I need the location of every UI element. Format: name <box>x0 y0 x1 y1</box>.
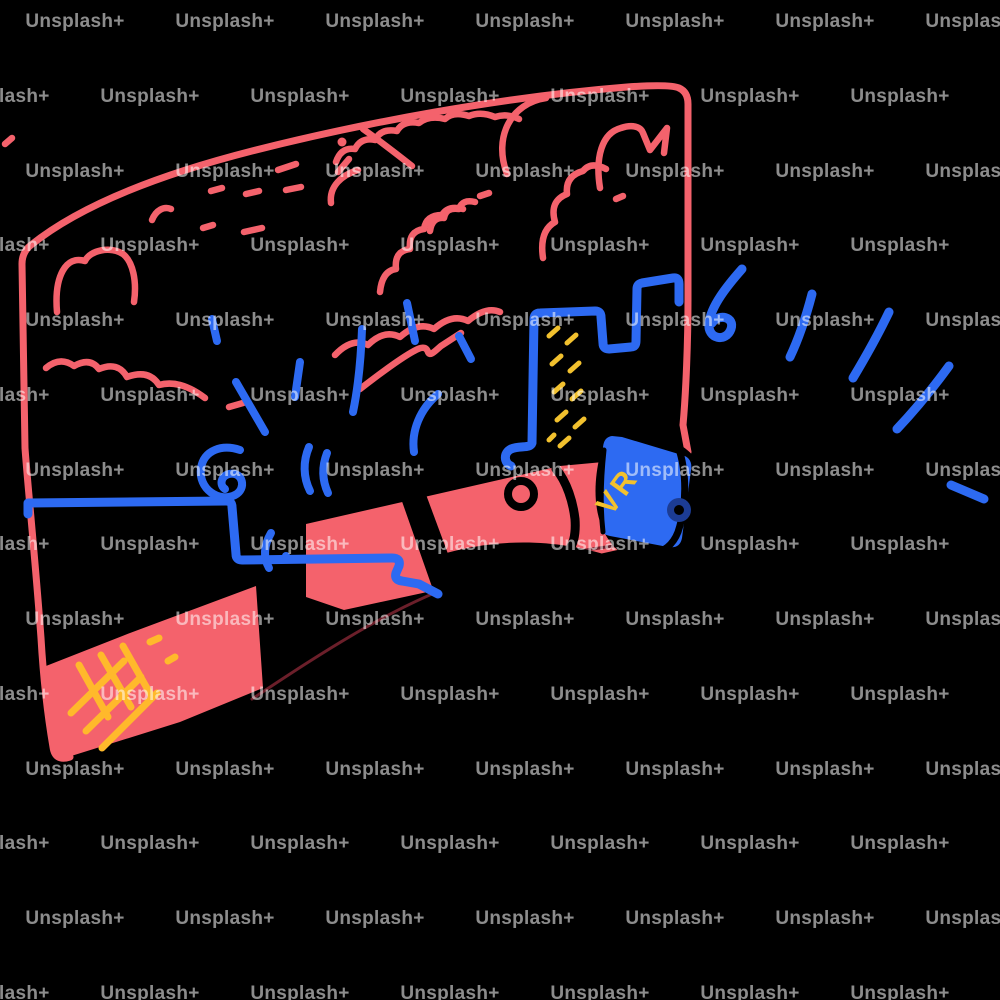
window-dash <box>546 432 557 443</box>
screen-outline <box>18 82 692 762</box>
floor-hatch-pattern <box>67 634 179 752</box>
motion-dash <box>892 361 954 434</box>
building-windows <box>546 325 587 449</box>
motion-dash <box>403 299 419 345</box>
cloud-dash <box>1 134 16 148</box>
window-dash <box>572 416 587 430</box>
hatch-stroke <box>67 657 128 717</box>
headset-strap <box>646 442 689 559</box>
hatch-stroke <box>82 673 145 735</box>
headset-knob-inner <box>674 505 684 515</box>
floor-left-wedge <box>46 586 263 759</box>
cloud-dash <box>476 189 493 200</box>
motion-arc <box>319 449 332 497</box>
window-dash <box>567 360 582 374</box>
motion-loop <box>704 264 747 342</box>
window-dash <box>557 435 572 449</box>
motion-dash <box>349 325 366 416</box>
cloud-dash <box>242 187 263 198</box>
cloud-outline <box>376 204 467 296</box>
cloud-dash <box>240 224 266 236</box>
hatch-dash <box>164 653 179 665</box>
headset-face-edge <box>598 447 607 535</box>
cloud-outline <box>539 162 610 262</box>
skyline-left-steps <box>23 496 443 599</box>
hatch-stroke <box>98 689 161 752</box>
motion-arc <box>261 529 275 572</box>
cloud-outline <box>359 125 416 170</box>
cloud-dash <box>199 221 217 232</box>
cloud-dash <box>334 155 353 176</box>
motion-arc <box>300 443 314 495</box>
person-hand-ring <box>504 477 538 511</box>
person-silhouette <box>398 441 856 656</box>
person-body <box>436 542 856 656</box>
hatch-stroke <box>97 651 135 711</box>
motion-dot <box>282 552 290 560</box>
headset-body <box>599 436 692 548</box>
cloud-outline <box>499 94 550 178</box>
cloud-outline <box>332 110 523 166</box>
motion-dash <box>848 307 894 383</box>
hatch-dash <box>146 634 163 646</box>
cloud-outline <box>327 166 362 207</box>
screen-floor <box>46 461 622 759</box>
motion-swirl <box>196 443 247 502</box>
cloud-dash <box>207 184 226 195</box>
clouds <box>1 94 671 411</box>
cloud-outline <box>356 329 465 393</box>
motion-dash <box>232 378 269 436</box>
city-skyline <box>23 273 684 599</box>
motion-dash <box>785 289 817 362</box>
cloud-dash <box>274 160 300 174</box>
window-dash <box>549 353 564 367</box>
floor-band <box>306 461 622 610</box>
cloud-dash <box>282 183 305 194</box>
motion-dash <box>946 480 989 504</box>
window-dash <box>564 332 579 346</box>
motion-arc <box>409 390 442 456</box>
cloud-dot <box>337 137 347 147</box>
excitement-dashes-left <box>196 299 475 572</box>
window-dash <box>551 381 566 395</box>
motion-dash <box>291 358 304 401</box>
cloud-dash <box>148 204 175 224</box>
skyline-building <box>500 273 684 471</box>
cloud-outline <box>53 246 139 316</box>
person-shoulder-curve <box>551 464 580 555</box>
hatch-stroke <box>119 642 156 701</box>
vr-headset: VR <box>590 436 704 565</box>
cloud-dash <box>225 399 247 411</box>
motion-dash <box>208 315 221 345</box>
window-dash <box>546 325 561 339</box>
cloud-outline <box>42 358 209 402</box>
cloud-outline <box>595 122 671 192</box>
window-dash <box>554 409 569 423</box>
cloud-dash <box>612 192 627 203</box>
excitement-dashes-right <box>704 264 989 504</box>
window-dash <box>569 388 584 402</box>
motion-dash <box>455 332 475 363</box>
